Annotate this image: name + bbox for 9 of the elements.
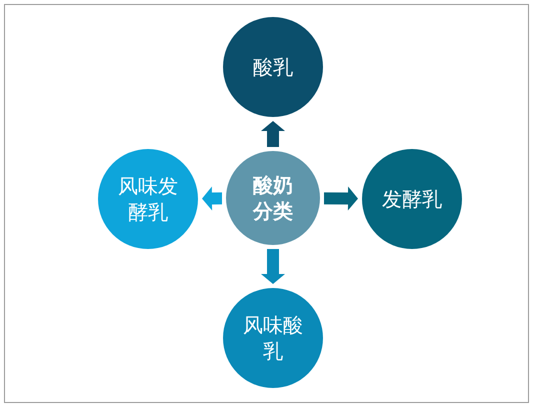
block-arrow xyxy=(202,186,222,210)
category-label: 风味发酵乳 xyxy=(117,173,179,225)
block-arrow xyxy=(261,121,285,147)
category-label: 风味酸乳 xyxy=(242,312,304,364)
block-arrow xyxy=(261,249,285,284)
category-label: 酸奶分类 xyxy=(252,172,294,224)
category-label: 发酵乳 xyxy=(381,186,443,212)
block-arrow xyxy=(324,186,358,210)
category-label: 酸乳 xyxy=(252,54,294,80)
